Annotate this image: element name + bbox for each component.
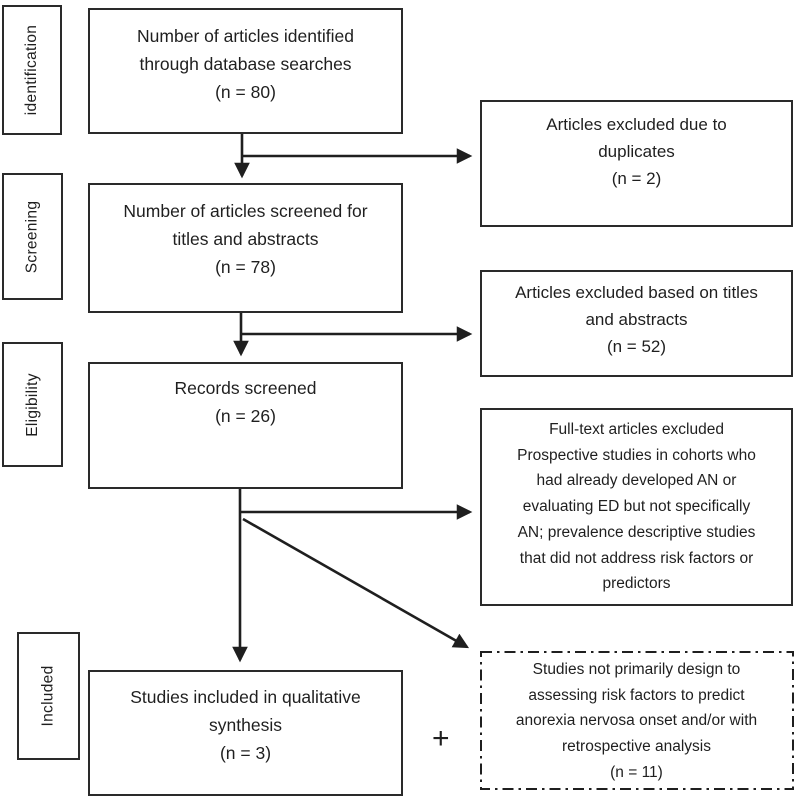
stage-label-identification: identification bbox=[23, 24, 40, 116]
stage-label-screening: Screening bbox=[23, 200, 41, 273]
stage-box-identification: identification bbox=[2, 5, 62, 135]
stage-box-eligibility: Eligibility bbox=[2, 342, 63, 467]
arrow-to-not-primary-design bbox=[242, 517, 470, 649]
stage-box-included: Included bbox=[17, 632, 80, 760]
plus-sign: + bbox=[432, 722, 450, 755]
box-excluded-titles-abstracts: Articles excluded based on titles and ab… bbox=[480, 270, 793, 377]
box-articles-identified: Number of articles identified through da… bbox=[88, 8, 403, 134]
box-excluded-duplicates: Articles excluded due to duplicates (n =… bbox=[480, 100, 793, 227]
box-articles-screened: Number of articles screened for titles a… bbox=[88, 183, 403, 313]
box-studies-included: Studies included in qualitative synthesi… bbox=[88, 670, 403, 796]
stage-label-eligibility: Eligibility bbox=[23, 372, 41, 437]
box-records-screened: Records screened (n = 26) bbox=[88, 362, 403, 489]
box-not-primary-design: Studies not primarily design to assessin… bbox=[480, 651, 793, 790]
box-fulltext-excluded: Full-text articles excluded Prospective … bbox=[480, 408, 793, 606]
stage-label-included: Included bbox=[39, 665, 57, 727]
stage-box-screening: Screening bbox=[2, 173, 63, 300]
